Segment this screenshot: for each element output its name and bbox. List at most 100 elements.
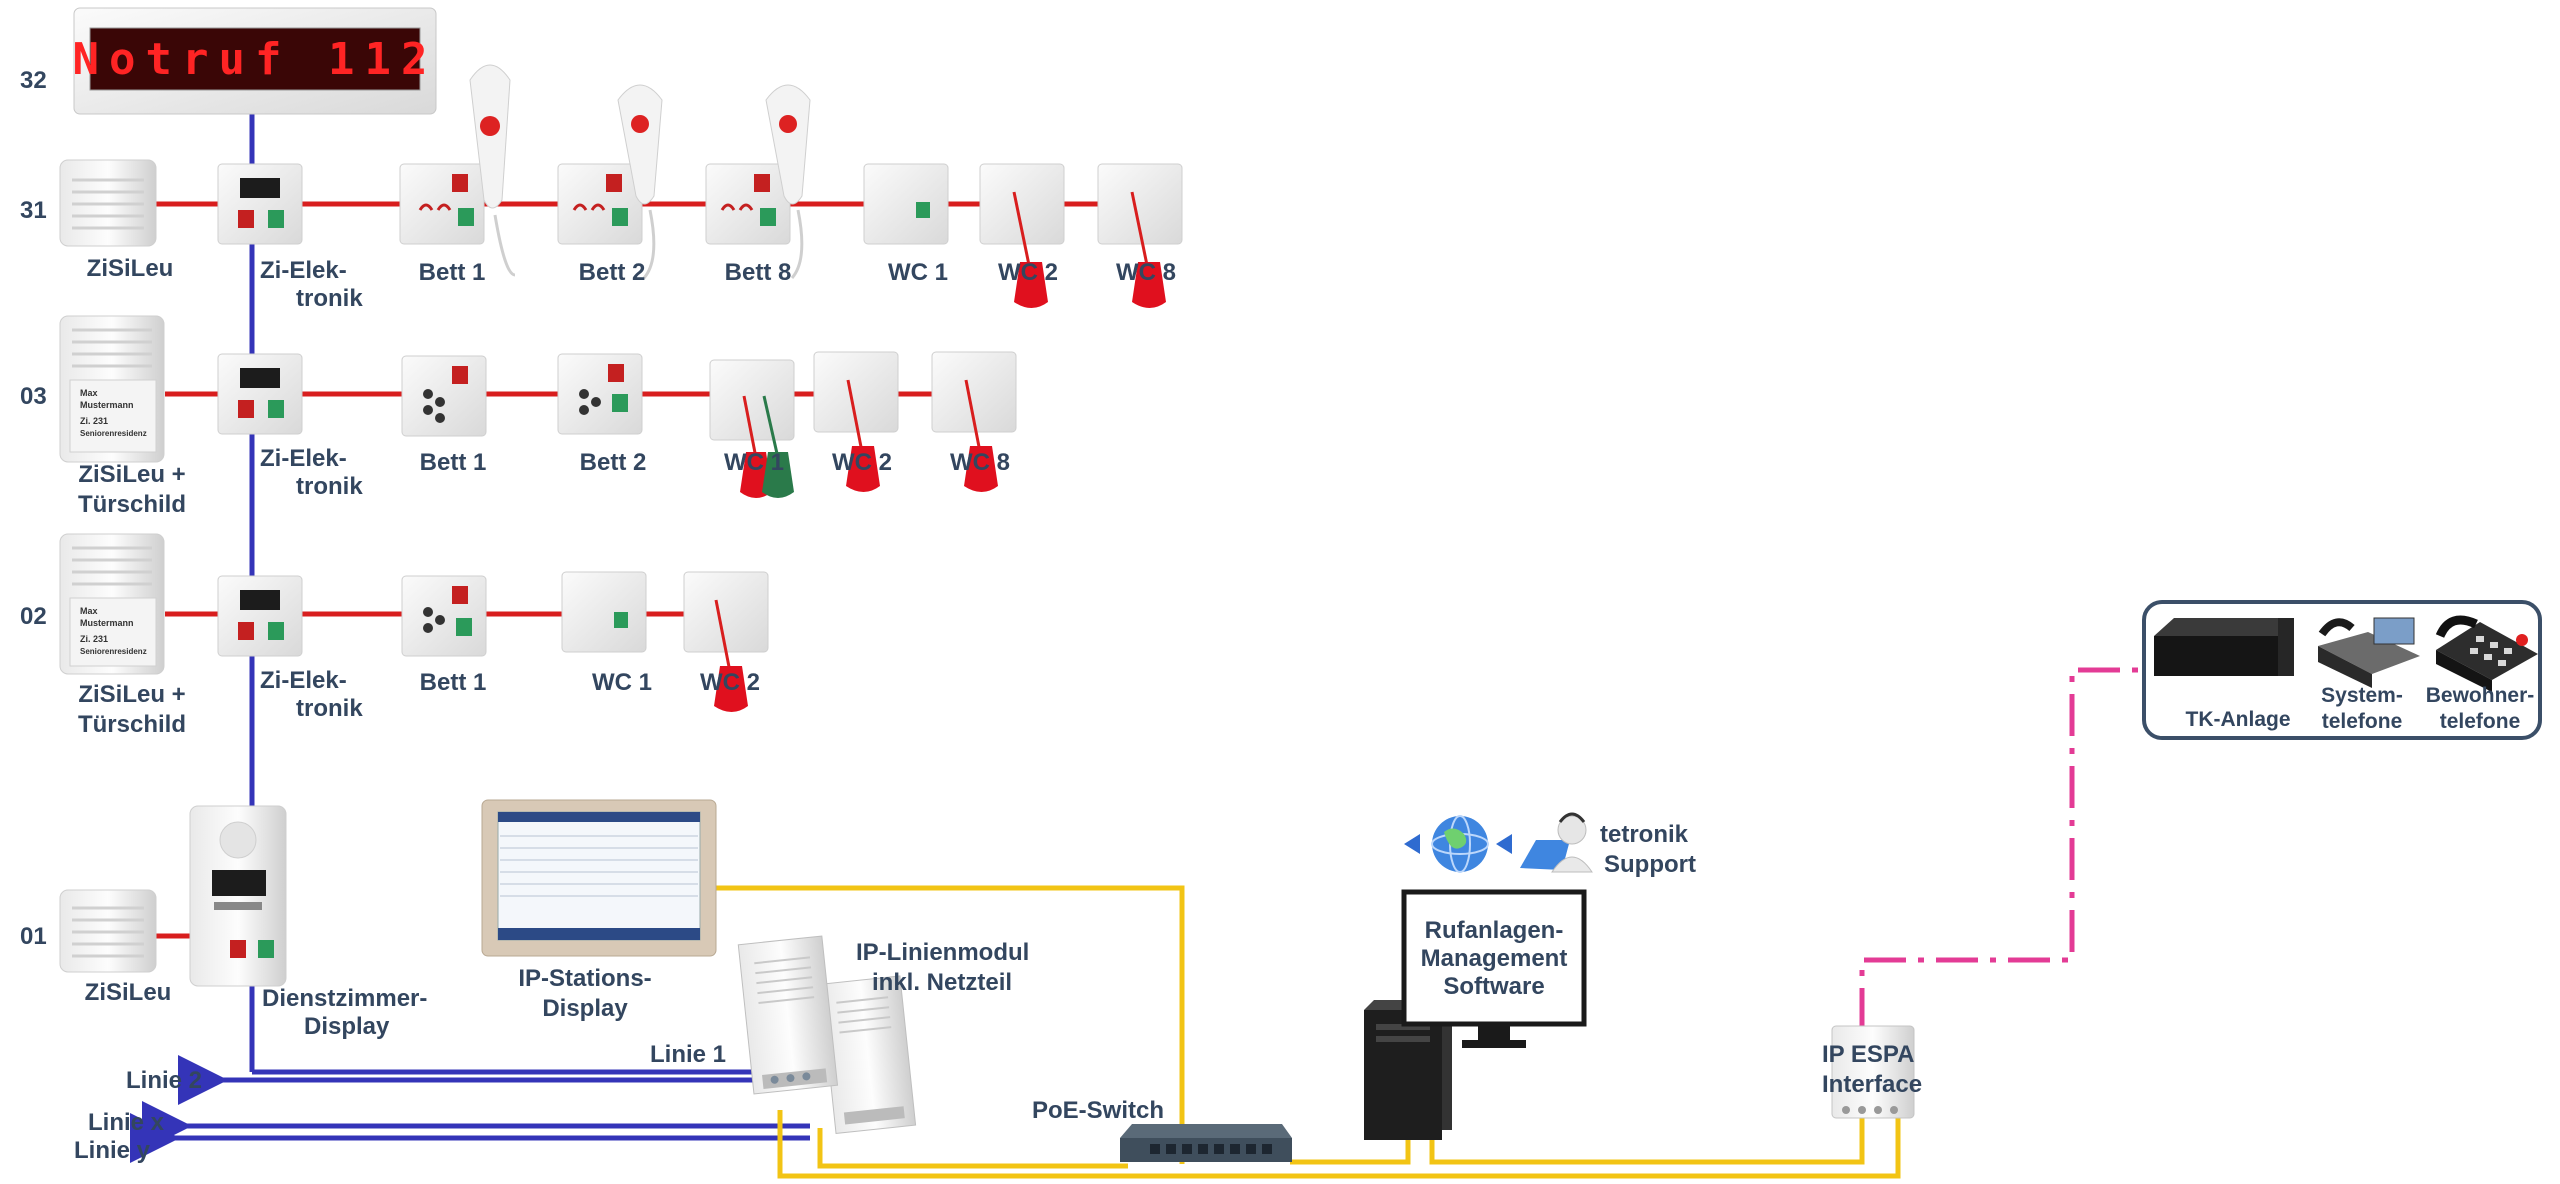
f03-wc8-label: WC 8 — [950, 449, 1010, 476]
f02-zisileu-label-2: Türschild — [78, 711, 186, 738]
dienstzimmer-label-2: Display — [304, 1013, 390, 1040]
f03-wc1-label: WC 1 — [724, 449, 784, 476]
linie-1-label: Linie 1 — [650, 1041, 726, 1068]
f03-wc2-label: WC 2 — [832, 449, 892, 476]
zisileu-01 — [59, 889, 157, 973]
ip-line-modules — [737, 935, 917, 1135]
station-display-link — [715, 885, 1185, 1164]
floor-02-label: 02 — [20, 603, 47, 630]
software-label-3: Software — [1443, 973, 1544, 1000]
management-monitor — [1401, 889, 1587, 1048]
support-label-1: tetronik — [1600, 821, 1689, 848]
wc-1-31 — [863, 163, 949, 245]
resident-phone-icon — [2435, 615, 2538, 692]
led-sign-text: Notruf 112 — [73, 34, 438, 85]
tk-anlage-device — [2154, 618, 2294, 676]
f03-zisileu-label-2: Türschild — [78, 491, 186, 518]
support-label-2: Support — [1604, 851, 1696, 878]
f31-zisileu-label: ZiSiLeu — [87, 255, 174, 282]
ip-station-label-2: Display — [542, 995, 628, 1022]
ip-station-display — [481, 799, 717, 957]
ip-station-label-1: IP-Stations- — [518, 965, 651, 992]
linie-y-label: Linie y — [74, 1137, 151, 1164]
wc-1-02 — [561, 571, 647, 653]
poe-switch — [1120, 1124, 1292, 1162]
f31-bett2-label: Bett 2 — [579, 259, 646, 286]
bett-8-31 — [705, 84, 811, 279]
wc-8-03 — [931, 351, 1017, 492]
f02-bett1-label: Bett 1 — [420, 669, 487, 696]
f31-wc1-label: WC 1 — [888, 259, 948, 286]
floor-01-label: 01 — [20, 923, 47, 950]
wc-2-02 — [683, 571, 769, 712]
zi-elektronik-03 — [217, 353, 303, 435]
dienstzimmer-display — [189, 805, 287, 987]
f03-zi-label-2: tronik — [296, 473, 363, 500]
f31-bett1-label: Bett 1 — [419, 259, 486, 286]
linie-x-label: Linie x — [88, 1109, 165, 1136]
support-icons — [1404, 812, 1593, 873]
f02-wc2-label: WC 2 — [700, 669, 760, 696]
ip-espa-interface — [1831, 1025, 1915, 1119]
f03-bett1-label: Bett 1 — [420, 449, 487, 476]
doorplate-02-room: Zi. 231 — [80, 634, 108, 644]
floor-01-devices — [59, 805, 287, 987]
f31-wc2-label: WC 2 — [998, 259, 1058, 286]
switch-pc-link — [1290, 1130, 1411, 1165]
floor-03-label: 03 — [20, 383, 47, 410]
f01-zisileu-label: ZiSiLeu — [85, 979, 172, 1006]
module2-switch-link — [817, 1128, 1128, 1169]
led-sign: Notruf 112 — [73, 7, 438, 115]
tk-anlage-label: TK-Anlage — [2186, 708, 2291, 731]
wc-2-31 — [979, 163, 1065, 308]
floor-32-label: 32 — [20, 67, 47, 94]
floor-03-devices: Max Mustermann Zi. 231 Seniorenresidenz — [59, 315, 1017, 498]
linie-2-label: Linie 2 — [126, 1067, 202, 1094]
bett-2-03 — [557, 353, 643, 435]
bett-2-31 — [557, 84, 663, 279]
floor-31-label: 31 — [20, 197, 47, 224]
pc-tower — [1364, 1000, 1452, 1140]
doorplate-03-name2: Mustermann — [80, 400, 134, 410]
arrow-left-icon-2 — [1496, 834, 1512, 854]
software-label-1: Rufanlagen- — [1425, 917, 1564, 944]
wc-1-03 — [709, 359, 795, 498]
module1-switch-link — [777, 1110, 1901, 1179]
f03-zi-label-1: Zi-Elek- — [260, 445, 347, 472]
f31-bett8-label: Bett 8 — [725, 259, 792, 286]
resident-phone-label-1: Bewohner- — [2426, 684, 2535, 707]
telephony-box — [2142, 600, 2542, 740]
arrow-left-icon-1 — [1404, 834, 1420, 854]
f02-wc1-label: WC 1 — [592, 669, 652, 696]
software-label-2: Management — [1421, 945, 1568, 972]
system-phone-label-1: System- — [2321, 684, 2403, 707]
f31-zi-label-2: tronik — [296, 285, 363, 312]
floor-31-devices — [59, 64, 1183, 308]
f02-zi-label-1: Zi-Elek- — [260, 667, 347, 694]
zisileu-doorplate-03: Max Mustermann Zi. 231 Seniorenresidenz — [59, 315, 165, 463]
espa-label-1: IP ESPA — [1822, 1041, 1914, 1068]
doorplate-03-room: Zi. 231 — [80, 416, 108, 426]
system-phone-icon — [2318, 617, 2420, 688]
bett-1-03 — [401, 355, 487, 437]
doorplate-02-place: Seniorenresidenz — [80, 647, 147, 656]
f03-bett2-label: Bett 2 — [580, 449, 647, 476]
ip-lines — [715, 885, 1901, 1179]
zi-elektronik-02 — [217, 575, 303, 657]
f31-wc8-label: WC 8 — [1116, 259, 1176, 286]
f02-zi-label-2: tronik — [296, 695, 363, 722]
bett-1-02 — [401, 575, 487, 657]
doorplate-03-name1: Max — [80, 388, 98, 398]
f03-zisileu-label-1: ZiSiLeu + — [78, 461, 185, 488]
ip-module-label-2: inkl. Netzteil — [872, 969, 1012, 996]
zisileu-lamp — [59, 159, 157, 247]
f02-zisileu-label-1: ZiSiLeu + — [78, 681, 185, 708]
doorplate-02-name2: Mustermann — [80, 618, 134, 628]
doorplate-02-name1: Max — [80, 606, 98, 616]
resident-phone-label-2: telefone — [2440, 710, 2521, 733]
system-phone-label-2: telefone — [2322, 710, 2403, 733]
zisileu-doorplate-02: Max Mustermann Zi. 231 Seniorenresidenz — [59, 533, 165, 675]
bett-1-31 — [399, 64, 516, 277]
